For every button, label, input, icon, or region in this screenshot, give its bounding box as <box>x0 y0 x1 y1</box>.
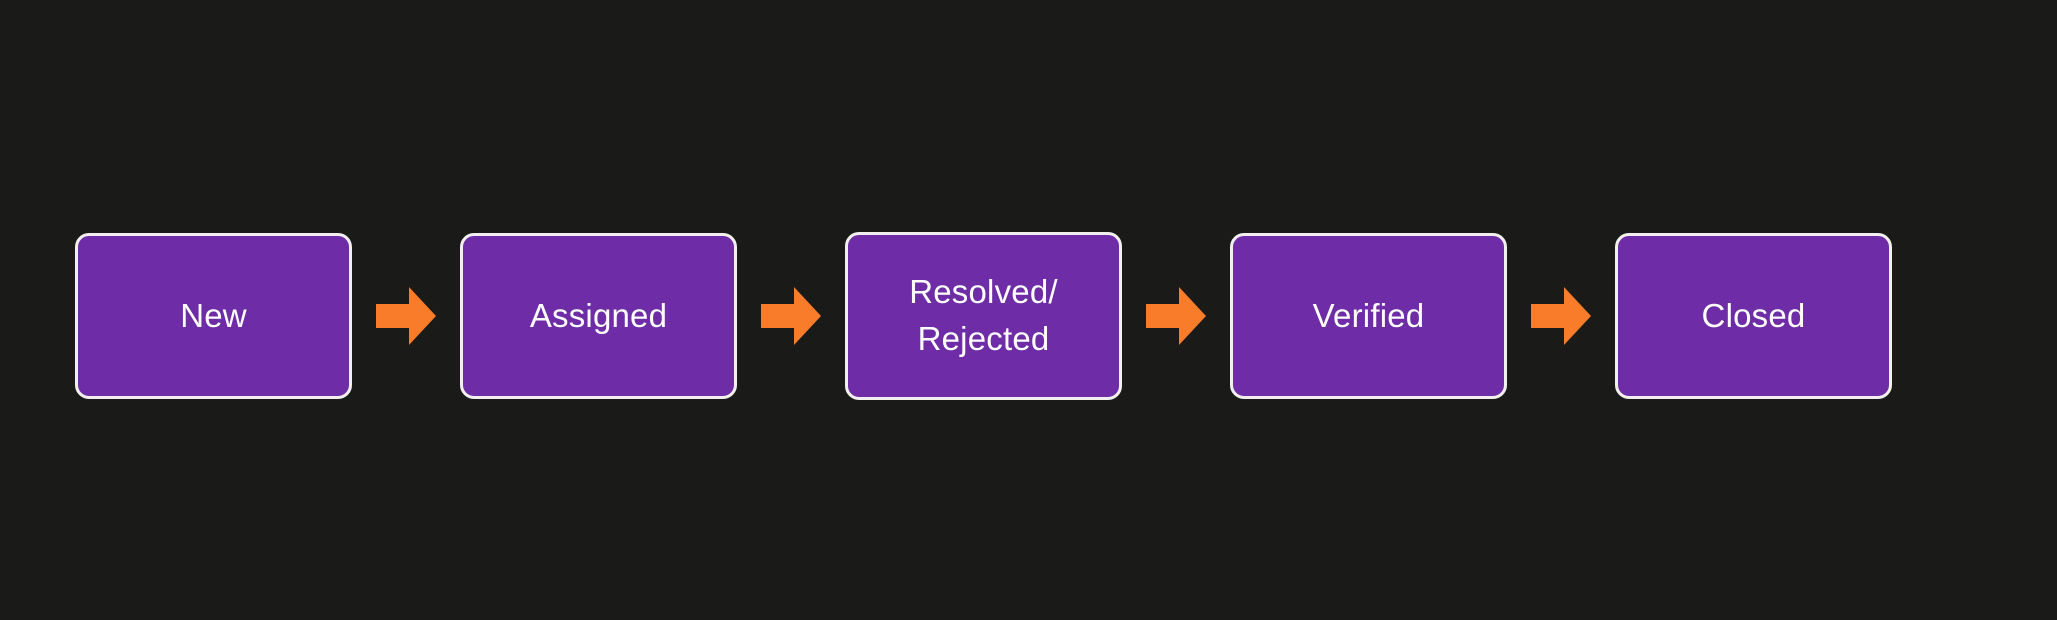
flowchart-sequence: New Assigned Resolved/ Rejected Verified <box>75 232 1892 400</box>
flow-node-closed[interactable]: Closed <box>1615 233 1892 399</box>
flow-node-label: Assigned <box>529 296 668 334</box>
right-arrow-icon <box>761 287 821 345</box>
flow-node-assigned[interactable]: Assigned <box>460 233 737 399</box>
flow-node-new[interactable]: New <box>75 233 352 399</box>
flow-node-label: New <box>180 296 247 334</box>
flow-node-resolved-rejected[interactable]: Resolved/ Rejected <box>845 232 1122 400</box>
right-arrow-icon <box>1146 287 1206 345</box>
flow-node-label: Verified <box>1312 296 1425 334</box>
flow-node-verified[interactable]: Verified <box>1230 233 1507 399</box>
right-arrow-icon <box>1531 287 1591 345</box>
flow-node-label-line2: Rejected <box>917 320 1050 357</box>
right-arrow-icon <box>376 287 436 345</box>
flow-node-label: Closed <box>1701 296 1806 334</box>
flow-node-label-line1: Resolved/ <box>909 273 1058 311</box>
